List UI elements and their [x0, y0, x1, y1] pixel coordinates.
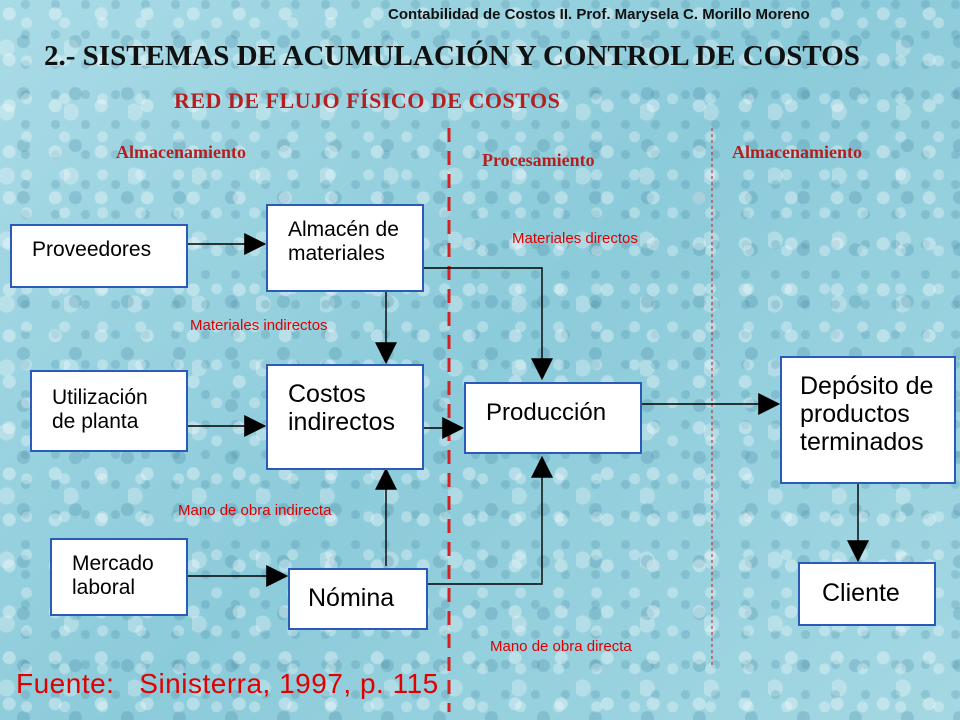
course-header: Contabilidad de Costos II. Prof. Marysel…: [388, 6, 810, 23]
edge-label-materiales-indirectos: Materiales indirectos: [190, 317, 328, 334]
node-deposito-productos: Depósito de productos terminados: [780, 356, 956, 484]
node-proveedores: Proveedores: [10, 224, 188, 288]
node-proveedores-label: Proveedores: [32, 238, 152, 261]
source-citation: Fuente: Sinisterra, 1997, p. 115: [16, 668, 439, 699]
node-produccion: Producción: [464, 382, 642, 454]
edge-label-mano-obra-directa: Mano de obra directa: [490, 638, 632, 655]
edge-mano-obra-directa: [428, 455, 553, 585]
node-utilizacion-planta: Utilización de planta: [30, 370, 188, 452]
page-title: 2.- SISTEMAS DE ACUMULACIÓN Y CONTROL DE…: [44, 40, 860, 72]
node-nomina-label: Nómina: [308, 584, 395, 612]
node-deposito-label: Depósito de productos terminados: [800, 372, 934, 456]
node-nomina: Nómina: [288, 568, 428, 630]
node-cliente-label: Cliente: [822, 579, 900, 607]
node-costos-label: Costos indirectos: [288, 380, 395, 436]
section-label-processing: Procesamiento: [482, 150, 595, 170]
edge-label-mano-obra-indirecta: Mano de obra indirecta: [178, 502, 332, 519]
section-label-storage-right: Almacenamiento: [732, 142, 862, 162]
section-label-storage-left: Almacenamiento: [116, 142, 246, 162]
node-costos-indirectos: Costos indirectos: [266, 364, 424, 470]
node-cliente: Cliente: [798, 562, 936, 626]
node-almacen-label: Almacén de materiales: [288, 218, 399, 265]
edge-label-materiales-directos: Materiales directos: [512, 230, 638, 247]
node-produccion-label: Producción: [486, 399, 607, 426]
node-mercado-laboral: Mercado laboral: [50, 538, 188, 616]
diagram-subtitle: RED DE FLUJO FÍSICO DE COSTOS: [174, 88, 561, 113]
edge-materiales-directos: [424, 267, 553, 381]
node-utilizacion-label: Utilización de planta: [52, 386, 148, 433]
node-mercado-label: Mercado laboral: [72, 552, 154, 599]
node-almacen-materiales: Almacén de materiales: [266, 204, 424, 292]
